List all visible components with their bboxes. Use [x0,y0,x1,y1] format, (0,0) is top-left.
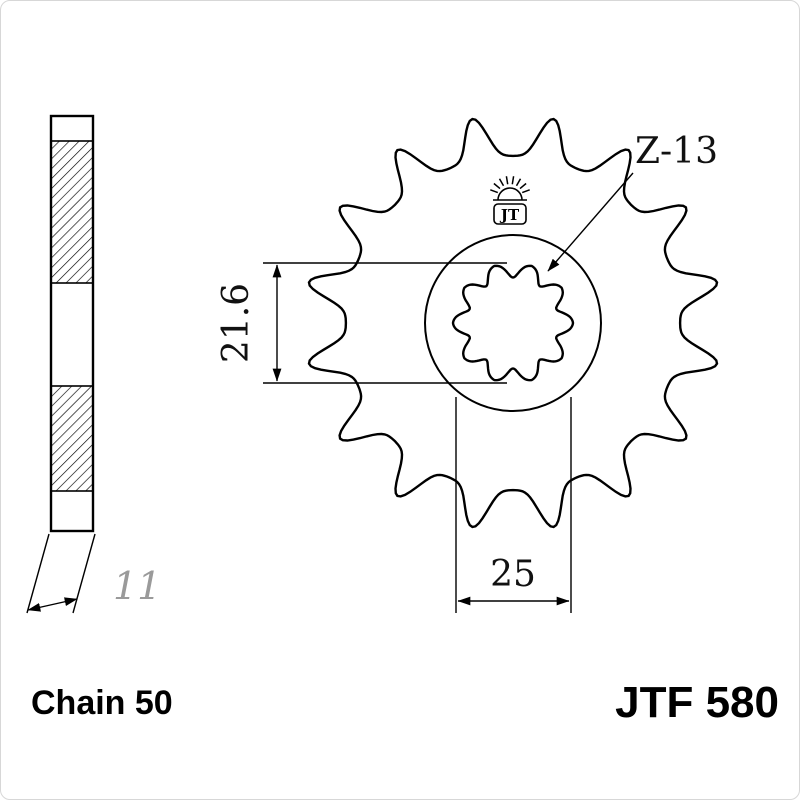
dim-thickness-ext-right [72,533,96,614]
chain-size-label: Chain 50 [31,684,173,722]
side-section-view: 11 [26,114,161,614]
jt-logo: JT [490,176,530,225]
spline-bore-outline [451,264,575,382]
dim-spline-height-label: 21.6 [216,283,257,363]
part-number-label: JTF 580 [615,678,779,727]
teeth-count-callout: Z-13 [547,131,718,272]
logo-sun-icon [497,187,523,201]
dim-spline-width: 25 [455,397,572,613]
dim-thickness-label: 11 [113,564,161,608]
logo-text: JT [499,206,520,224]
dim-spline-width-label: 25 [490,554,536,595]
section-hatch-upper [50,140,94,284]
logo-box [493,203,527,225]
dim-thickness-line [27,597,78,612]
dim-spline-height: 21.6 [216,264,282,382]
section-hatch-lower [50,385,94,492]
teeth-count-leader-line [547,172,634,272]
hub-circle [424,234,602,412]
logo-sun-rays-icon [490,176,530,194]
front-view: JT 21.6 25 Z-13 [216,117,719,613]
dim-thickness-ext-left [26,533,50,614]
teeth-count-label: Z-13 [635,131,718,172]
dim-thickness: 11 [26,533,161,614]
